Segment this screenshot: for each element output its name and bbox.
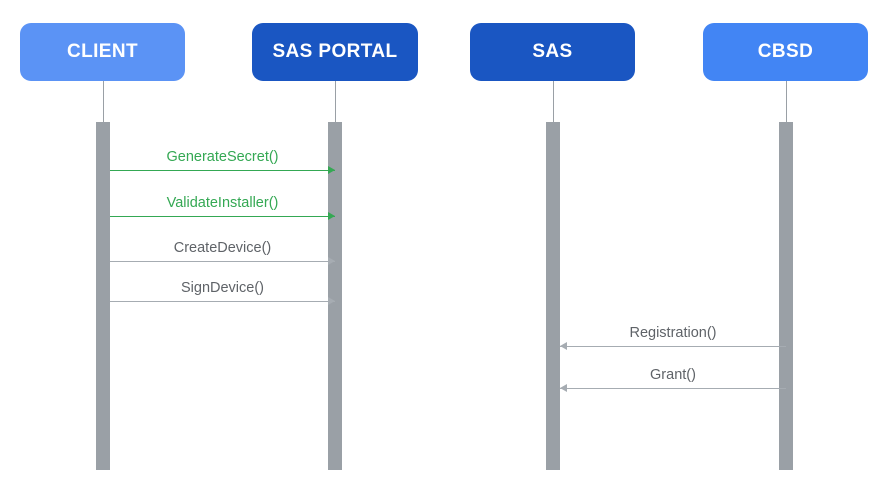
lifeline-cbsd [786,81,787,122]
message-line-validate-installer [110,216,335,217]
arrowhead-left-icon [560,342,567,350]
activation-bar-sas [546,122,560,470]
arrowhead-right-icon [328,166,335,174]
message-line-grant [560,388,786,389]
message-label-grant: Grant() [650,367,696,383]
participant-label-sas-portal: SAS PORTAL [272,41,398,62]
message-label-create-device: CreateDevice() [173,240,272,256]
participant-label-sas: SAS [532,41,573,62]
activation-bar-sas-portal [328,122,342,470]
arrowhead-right-icon [328,257,335,265]
message-label-registration: Registration() [629,325,717,341]
participant-label-client: CLIENT [66,41,138,62]
participant-box-client[interactable]: CLIENT [20,23,185,81]
arrowhead-left-icon [560,384,567,392]
activation-bar-cbsd [779,122,793,470]
message-line-registration [560,346,786,347]
message-label-sign-device: SignDevice() [181,280,264,296]
arrowhead-right-icon [328,212,335,220]
message-label-validate-installer: ValidateInstaller() [166,195,279,211]
message-line-sign-device [110,301,335,302]
message-line-create-device [110,261,335,262]
message-label-generate-secret: GenerateSecret() [166,149,279,165]
message-line-generate-secret [110,170,335,171]
participant-box-cbsd[interactable]: CBSD [703,23,868,81]
lifeline-sas-portal [335,81,336,122]
activation-bar-client [96,122,110,470]
lifeline-sas [553,81,554,122]
participant-box-sas-portal[interactable]: SAS PORTAL [252,23,418,81]
arrowhead-right-icon [328,297,335,305]
participant-label-cbsd: CBSD [757,41,814,62]
lifeline-client [103,81,104,122]
participant-box-sas[interactable]: SAS [470,23,635,81]
